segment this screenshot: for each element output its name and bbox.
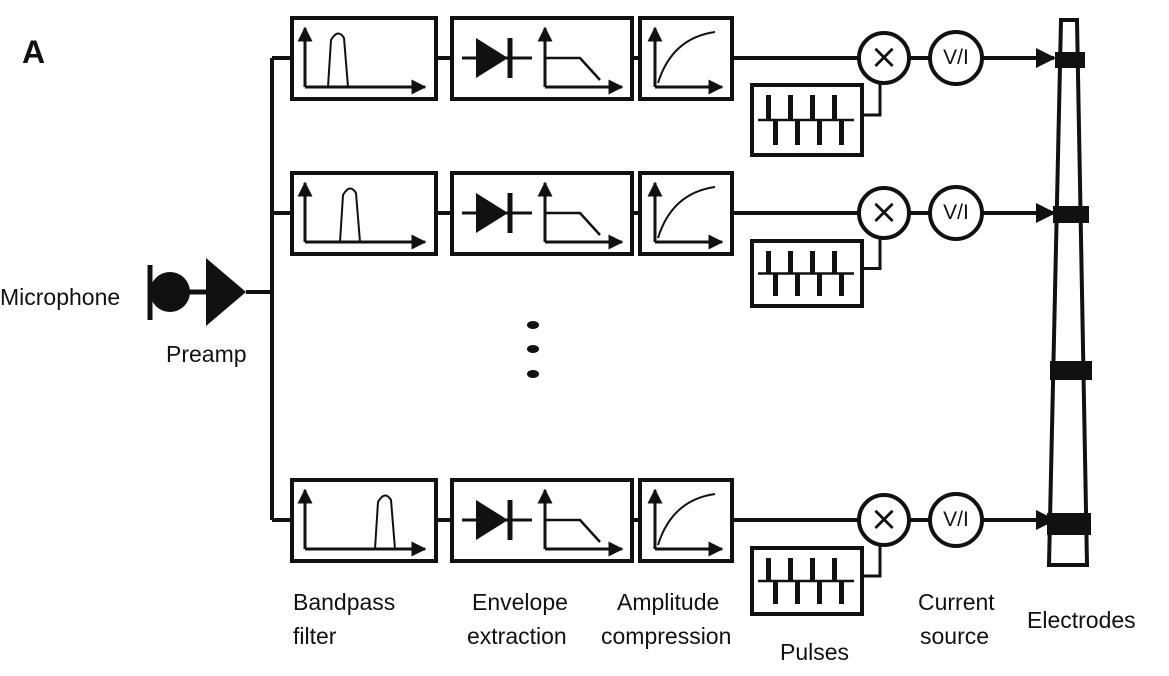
envelope-label-line1: Envelope (472, 589, 568, 615)
bandpass-filter-block (290, 16, 438, 101)
multiplier-symbol: × (869, 499, 899, 539)
pulse-train-block (750, 239, 864, 308)
current-source-label: V/I (943, 46, 969, 69)
pulse-train-block (750, 83, 864, 157)
current-source-label: V/I (943, 201, 969, 224)
amplitude-compression-block (638, 478, 734, 563)
envelope-label-line2: extraction (467, 623, 567, 649)
current-source-label-line2: source (920, 623, 990, 649)
microphone-label: Microphone (0, 284, 121, 310)
pulses-label: Pulses (780, 639, 850, 665)
electrode-contact (1050, 361, 1092, 380)
amplitude-compression-block (638, 171, 734, 256)
envelope-extraction-block (450, 16, 634, 101)
diode-icon (476, 38, 508, 78)
current-source-label-line1: Current (918, 589, 995, 615)
preamp-triangle (206, 258, 246, 326)
electrode-contact (1053, 206, 1089, 223)
channel-row (272, 478, 1056, 616)
pulse-train-block (750, 546, 864, 616)
bandpass-label-line1: Bandpass (293, 589, 396, 615)
more-channels-ellipsis (527, 321, 539, 378)
electrode-array (1046, 18, 1092, 567)
channel-row (272, 171, 1056, 308)
channel-row (272, 16, 1056, 157)
envelope-extraction-block (450, 171, 634, 256)
preamp-label: Preamp (166, 341, 247, 367)
current-source-label: V/I (943, 508, 969, 531)
panel-letter: A (22, 34, 46, 70)
bandpass-label-line2: filter (293, 623, 337, 649)
diode-icon (476, 500, 508, 540)
electrode-contact (1047, 513, 1091, 535)
microphone-icon (147, 265, 190, 320)
multiplier-symbol: × (869, 192, 899, 232)
amplitude-label-line1: Amplitude (617, 589, 720, 615)
diode-icon (476, 193, 508, 233)
amplitude-label-line2: compression (601, 623, 732, 649)
bandpass-filter-block (290, 478, 438, 563)
envelope-extraction-block (450, 478, 634, 563)
bandpass-filter-block (290, 171, 438, 256)
amplitude-compression-block (638, 16, 734, 101)
electrodes-label: Electrodes (1027, 607, 1136, 633)
multiplier-symbol: × (869, 37, 899, 77)
electrode-contact (1055, 52, 1085, 68)
